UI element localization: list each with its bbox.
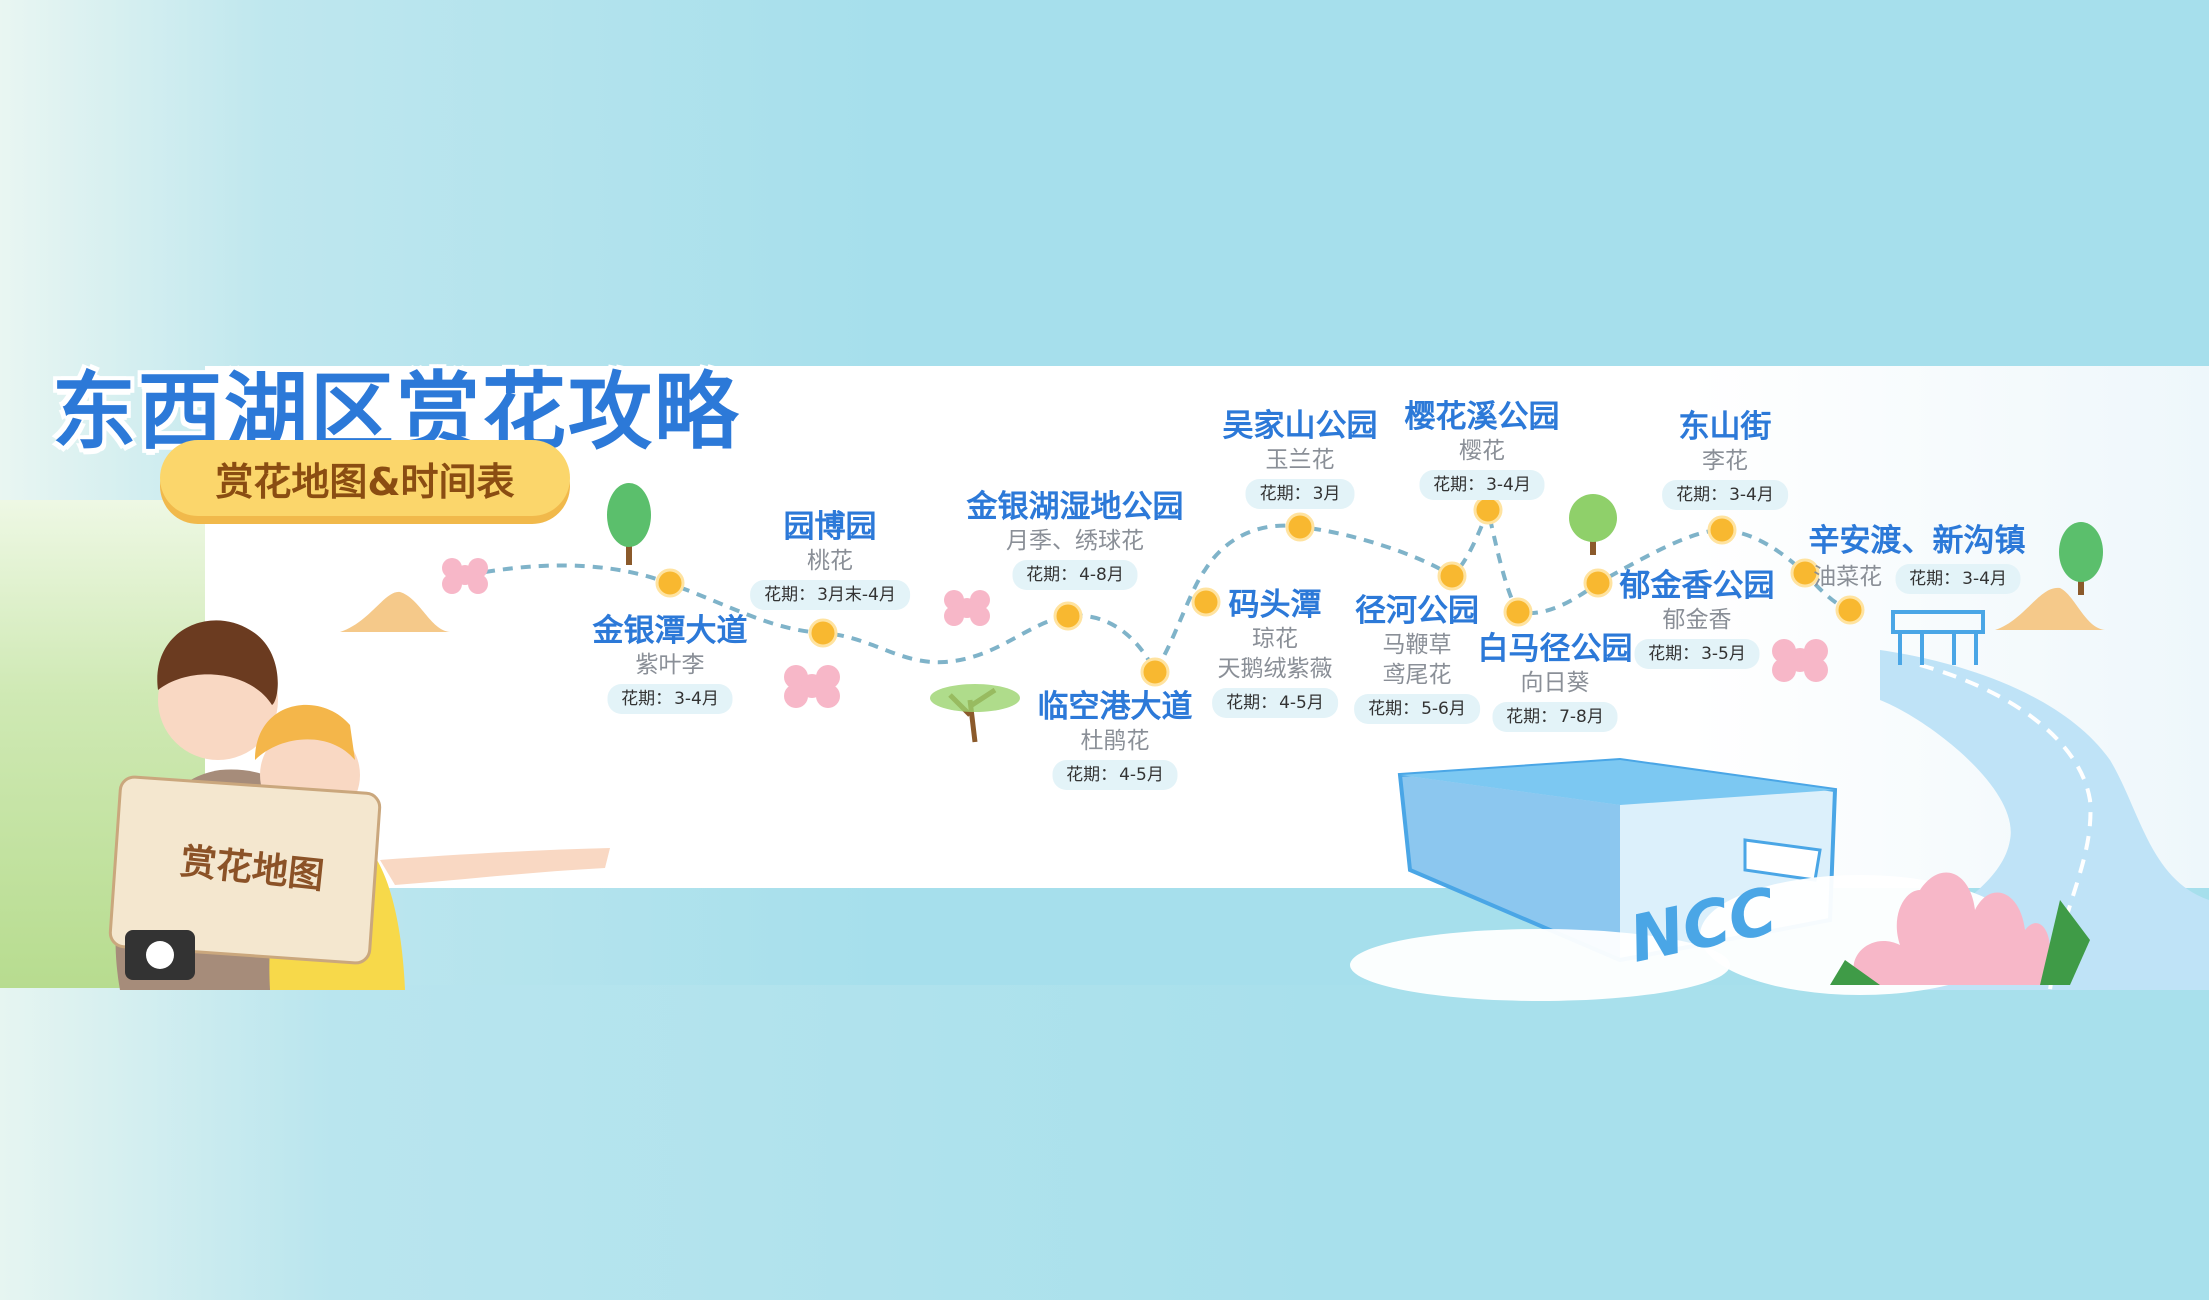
- stop-name: 园博园: [783, 509, 877, 545]
- stop-flower: 樱花: [1459, 438, 1505, 464]
- stop-wujiashan-park[interactable]: 吴家山公园 玉兰花 花期：3月: [1223, 407, 1378, 509]
- stop-matoutan[interactable]: 码头潭 琼花 天鹅绒紫薇 花期：4-5月: [1212, 586, 1338, 718]
- stop-name: 码头潭: [1228, 587, 1322, 623]
- stop-flower: 桃花: [807, 548, 853, 574]
- subtitle-text: 赏花地图&时间表: [215, 459, 515, 504]
- hill-icon: [1995, 587, 2105, 630]
- blossom-icon: [442, 558, 488, 594]
- stop-dongshan-street[interactable]: 东山街 李花 花期：3-4月: [1662, 408, 1788, 510]
- stop-baimajing-park[interactable]: 白马径公园 向日葵 花期：7-8月: [1478, 630, 1633, 732]
- route-dot: [1583, 568, 1613, 598]
- stop-yuanboyuan[interactable]: 园博园 桃花 花期：3月末-4月: [750, 508, 910, 610]
- stop-flower: 紫叶李: [635, 652, 705, 678]
- stop-flower: 李花: [1702, 448, 1748, 474]
- stop-name: 辛安渡、新沟镇: [1808, 523, 2026, 559]
- stop-name: 径河公园: [1355, 593, 1479, 629]
- stop-flower: 玉兰花: [1265, 447, 1335, 473]
- stop-name: 金银潭大道: [592, 613, 748, 649]
- stop-season: 花期：3-4月: [1419, 470, 1545, 500]
- route-dot: [1790, 558, 1820, 588]
- river-illustration: [1860, 650, 2209, 990]
- stop-season: 花期：3-4月: [1662, 480, 1788, 510]
- couple-illustration: 赏花地图: [108, 620, 610, 990]
- route-dot: [1140, 657, 1170, 687]
- stop-season: 花期：4-5月: [1052, 760, 1178, 790]
- stop-name: 金银湖湿地公园: [966, 489, 1184, 525]
- route-dot: [1503, 597, 1533, 627]
- stop-season: 花期：7-8月: [1492, 702, 1618, 732]
- tree-icon: [607, 483, 651, 565]
- stop-season: 花期：3-4月: [1895, 564, 2021, 594]
- stop-season: 花期：5-6月: [1354, 694, 1480, 724]
- stop-season: 花期：3月: [1245, 479, 1355, 509]
- hill-icon: [340, 591, 450, 632]
- stop-flower: 月季、绣球花: [1006, 528, 1144, 554]
- stop-yinghuaxi-park[interactable]: 樱花溪公园 樱花 花期：3-4月: [1405, 398, 1560, 500]
- blossom-icon: [784, 665, 840, 708]
- stop-name: 东山街: [1678, 409, 1772, 445]
- stop-yujinxiang-park[interactable]: 郁金香公园 郁金香 花期：3-5月: [1620, 567, 1775, 669]
- route-dot: [1191, 587, 1221, 617]
- stop-season: 花期：3-4月: [607, 684, 733, 714]
- subtitle-badge: 赏花地图&时间表: [160, 440, 570, 516]
- background-bottom: [0, 985, 2209, 1300]
- stop-flower: 郁金香: [1662, 607, 1732, 633]
- stop-jinyinhu-wetland-park[interactable]: 金银湖湿地公园 月季、绣球花 花期：4-8月: [967, 488, 1184, 590]
- stop-season: 花期：3月末-4月: [750, 580, 910, 610]
- tree-icon: [930, 684, 1020, 743]
- stop-name: 临空港大道: [1037, 689, 1193, 725]
- stop-jinyintan-avenue[interactable]: 金银潭大道 紫叶李 花期：3-4月: [593, 612, 748, 714]
- route-dot: [808, 618, 838, 648]
- route-dot: [1437, 561, 1467, 591]
- lotus-flower-illustration: [1830, 872, 2090, 985]
- stop-xinandu-xingou-town[interactable]: 辛安渡、新沟镇 油菜花 花期：3-4月: [1809, 522, 2026, 594]
- route-dot: [1285, 512, 1315, 542]
- tree-icon: [2059, 522, 2103, 595]
- stop-name: 樱花溪公园: [1404, 399, 1560, 435]
- blossom-icon: [944, 590, 990, 626]
- gate-icon: [1891, 610, 1985, 665]
- stop-jinghe-park[interactable]: 径河公园 马鞭草 鸢尾花 花期：5-6月: [1354, 592, 1480, 724]
- stop-flower: 琼花 天鹅绒紫薇: [1217, 626, 1333, 682]
- stop-flower: 杜鹃花: [1080, 728, 1150, 754]
- stop-flower: 向日葵: [1520, 670, 1590, 696]
- route-dot: [1053, 601, 1083, 631]
- blossom-icon: [1772, 639, 1828, 682]
- route-dot: [655, 568, 685, 598]
- stop-name: 郁金香公园: [1619, 568, 1775, 604]
- stop-flower: 马鞭草 鸢尾花: [1382, 632, 1452, 688]
- route-dot: [1835, 595, 1865, 625]
- stop-season: 花期：4-8月: [1012, 560, 1138, 590]
- stop-flower: 油菜花: [1813, 564, 1883, 590]
- route-dot: [1473, 495, 1503, 525]
- tree-icon: [1569, 494, 1617, 555]
- stop-name: 白马径公园: [1477, 631, 1633, 667]
- stop-name: 吴家山公园: [1222, 408, 1378, 444]
- stop-linkonggang-avenue[interactable]: 临空港大道 杜鹃花 花期：4-5月: [1038, 688, 1193, 790]
- route-dot: [1707, 515, 1737, 545]
- stop-season: 花期：3-5月: [1634, 639, 1760, 669]
- stop-season: 花期：4-5月: [1212, 688, 1338, 718]
